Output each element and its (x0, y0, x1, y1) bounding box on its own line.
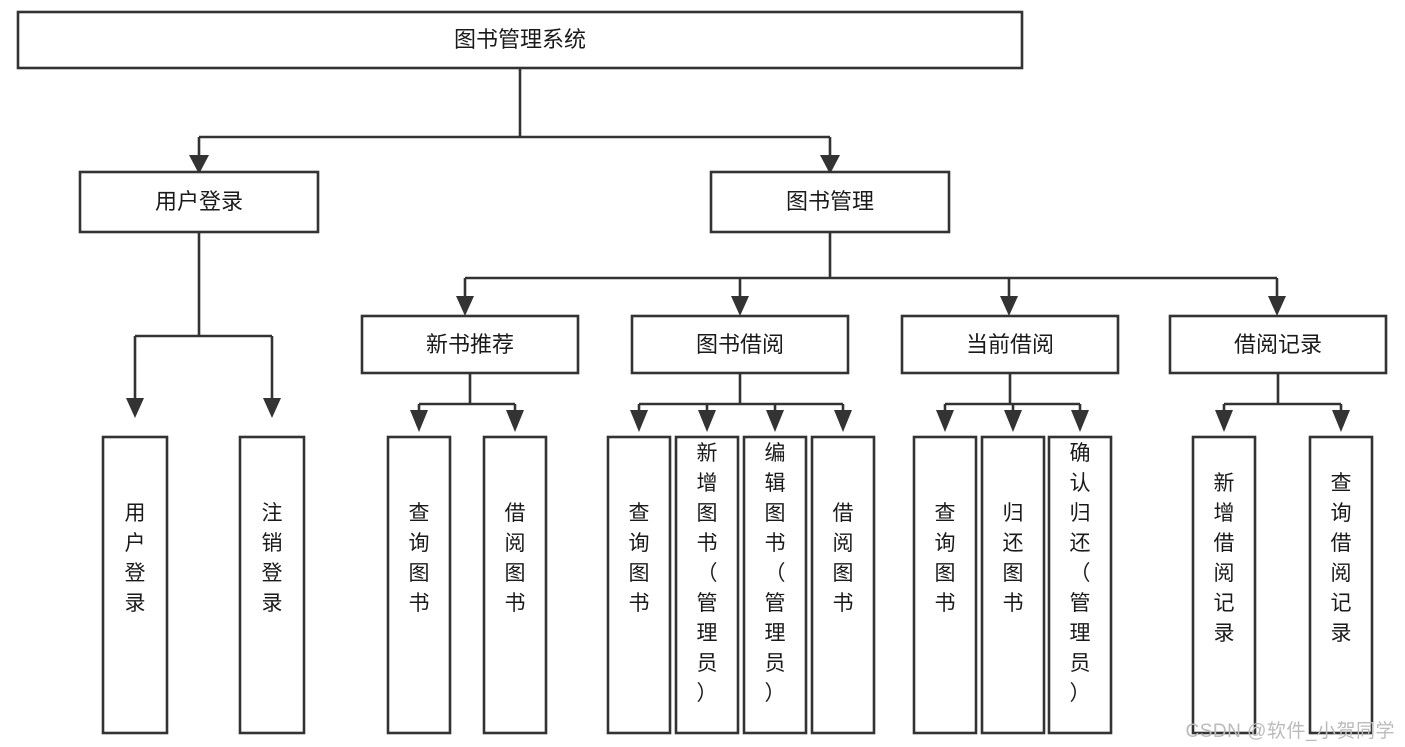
node-current-borrow-box[interactable] (900, 314, 1120, 375)
node-leaf-query-book-3-box[interactable] (912, 435, 978, 735)
connectors-group (126, 68, 1350, 432)
node-leaf-add-book-box[interactable] (674, 435, 740, 735)
node-current-borrow-label: 当前借阅 (966, 332, 1054, 357)
arrow-head-book-borrow (731, 296, 749, 316)
node-leaf-query-book-1-label: 查询图书 (409, 502, 430, 615)
node-new-book-rec[interactable]: 新书推荐 (360, 314, 580, 375)
node-leaf-query-book-2[interactable]: 查询图书 (606, 435, 672, 735)
node-leaf-add-book-label: 新增图书（管理员） (697, 442, 718, 705)
node-book-manage-label: 图书管理 (786, 189, 874, 214)
node-leaf-borrow-book-2[interactable]: 借阅图书 (810, 435, 876, 735)
arrow-head-leaf-user-login (126, 398, 144, 418)
node-leaf-query-book-2-box[interactable] (606, 435, 672, 735)
arrow-head-leaf-query-book-2 (630, 410, 648, 432)
node-leaf-logout-box[interactable] (238, 435, 306, 735)
arrow-head-leaf-borrow-book-2 (834, 410, 852, 432)
node-leaf-return-book[interactable]: 归还图书 (980, 435, 1046, 735)
node-borrow-record[interactable]: 借阅记录 (1168, 314, 1388, 375)
arrow-head-leaf-add-book (698, 410, 716, 432)
node-root-box[interactable] (16, 10, 1024, 70)
arrow-head-user-login (189, 155, 209, 174)
node-book-manage[interactable]: 图书管理 (709, 170, 951, 234)
arrow-head-borrow-record (1268, 296, 1286, 316)
node-user-login-box[interactable] (78, 170, 320, 234)
arrow-head-leaf-add-record (1215, 410, 1233, 432)
node-leaf-query-record-box[interactable] (1308, 435, 1374, 735)
node-leaf-edit-book-label: 编辑图书（管理员） (765, 442, 786, 705)
node-leaf-query-book-1-box[interactable] (386, 435, 452, 735)
node-root[interactable]: 图书管理系统 (16, 10, 1024, 70)
node-leaf-user-login-label: 用户登录 (125, 502, 146, 615)
node-user-login[interactable]: 用户登录 (78, 170, 320, 234)
node-leaf-query-book-3-label: 查询图书 (935, 502, 956, 615)
node-leaf-query-record-label: 查询借阅记录 (1331, 472, 1352, 645)
arrow-head-leaf-confirm-return (1071, 410, 1089, 432)
node-new-book-rec-label: 新书推荐 (426, 332, 514, 357)
node-leaf-borrow-book-1-label: 借阅图书 (505, 502, 526, 615)
arrow-head-leaf-borrow-book-1 (506, 410, 524, 432)
node-leaf-borrow-book-2-box[interactable] (810, 435, 876, 735)
node-leaf-borrow-book-1[interactable]: 借阅图书 (482, 435, 548, 735)
arrow-head-leaf-edit-book (766, 410, 784, 432)
node-leaf-edit-book[interactable]: 编辑图书（管理员） (742, 435, 808, 735)
arrow-head-leaf-query-book-3 (936, 410, 954, 432)
node-leaf-add-record[interactable]: 新增借阅记录 (1191, 435, 1257, 735)
node-leaf-logout[interactable]: 注销登录 (238, 435, 306, 735)
node-book-borrow[interactable]: 图书借阅 (630, 314, 850, 375)
node-leaf-borrow-book-2-label: 借阅图书 (833, 502, 854, 615)
arrow-head-leaf-logout (263, 398, 281, 418)
arrow-head-new-book-rec (456, 296, 474, 316)
node-borrow-record-label: 借阅记录 (1234, 332, 1322, 357)
node-book-borrow-label: 图书借阅 (696, 332, 784, 357)
node-book-borrow-box[interactable] (630, 314, 850, 375)
node-leaf-query-record[interactable]: 查询借阅记录 (1308, 435, 1374, 735)
node-leaf-edit-book-box[interactable] (742, 435, 808, 735)
node-leaf-confirm-return[interactable]: 确认归还（管理员） (1047, 435, 1113, 735)
node-leaf-return-book-box[interactable] (980, 435, 1046, 735)
node-leaf-confirm-return-label: 确认归还（管理员） (1070, 442, 1091, 705)
node-borrow-record-box[interactable] (1168, 314, 1388, 375)
arrow-head-leaf-query-record (1332, 410, 1350, 432)
node-leaf-query-book-1[interactable]: 查询图书 (386, 435, 452, 735)
node-leaf-return-book-label: 归还图书 (1003, 502, 1024, 615)
node-root-label: 图书管理系统 (454, 27, 586, 52)
node-user-login-label: 用户登录 (155, 189, 243, 214)
node-current-borrow[interactable]: 当前借阅 (900, 314, 1120, 375)
node-leaf-query-book-2-label: 查询图书 (629, 502, 650, 615)
arrow-head-current-borrow (1000, 296, 1018, 316)
node-leaf-user-login-box[interactable] (101, 435, 169, 735)
node-leaf-confirm-return-box[interactable] (1047, 435, 1113, 735)
node-leaf-add-record-box[interactable] (1191, 435, 1257, 735)
arrow-head-book-manage (820, 155, 840, 174)
node-book-manage-box[interactable] (709, 170, 951, 234)
arrow-head-leaf-query-book-1 (410, 410, 428, 432)
node-leaf-user-login[interactable]: 用户登录 (101, 435, 169, 735)
node-new-book-rec-box[interactable] (360, 314, 580, 375)
node-leaf-borrow-book-1-box[interactable] (482, 435, 548, 735)
node-leaf-query-book-3[interactable]: 查询图书 (912, 435, 978, 735)
node-leaf-add-book[interactable]: 新增图书（管理员） (674, 435, 740, 735)
arrow-head-leaf-return-book (1004, 410, 1022, 432)
node-leaf-add-record-label: 新增借阅记录 (1214, 472, 1235, 645)
node-leaf-logout-label: 注销登录 (262, 502, 283, 615)
